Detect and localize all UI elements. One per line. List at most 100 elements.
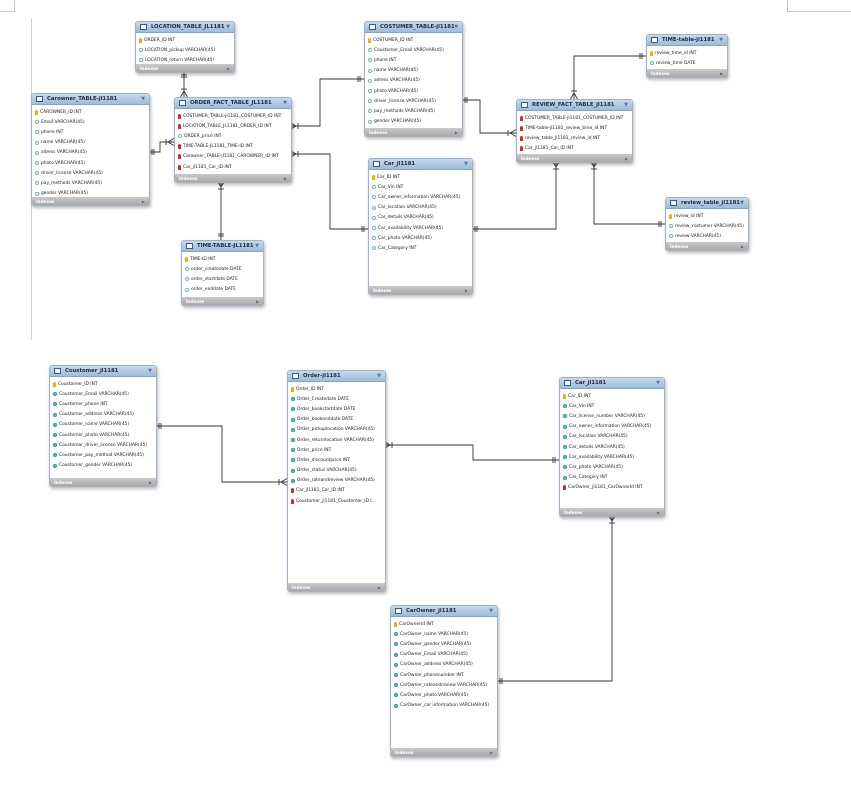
- chevron-down-icon[interactable]: ▼: [656, 380, 660, 386]
- column-row[interactable]: Order_rateandreview VARCHAR(45): [291, 476, 383, 486]
- indexes-footer[interactable]: Indexes▶: [175, 174, 291, 182]
- expand-arrow-icon[interactable]: ▶: [454, 129, 458, 135]
- column-row[interactable]: name VARCHAR(45): [35, 138, 147, 148]
- expand-arrow-icon[interactable]: ▶: [464, 287, 468, 293]
- column-row[interactable]: CarOwner_phonenumber INT: [394, 670, 495, 680]
- column-row[interactable]: review_time DATE: [650, 58, 725, 68]
- column-row[interactable]: Order_bookenddate DATE: [291, 415, 383, 425]
- column-row[interactable]: TIME-ID INT: [185, 254, 261, 264]
- column-row[interactable]: TIME-table-jl1181_review_time_id INT: [520, 123, 630, 133]
- expand-arrow-icon[interactable]: ▶: [740, 243, 744, 249]
- column-row[interactable]: Coustomer_gender VARCHAR(45): [53, 461, 154, 471]
- table-header[interactable]: Carowner_TABLE-jl1181▼: [32, 94, 149, 105]
- expand-arrow-icon[interactable]: ▶: [226, 65, 230, 71]
- chevron-down-icon[interactable]: ▼: [454, 24, 458, 30]
- indexes-footer[interactable]: Indexes▶: [136, 64, 234, 72]
- column-row[interactable]: Car_owner_information VARCHAR(45): [563, 422, 662, 432]
- column-row[interactable]: CarOwner_rateandreview VARCHAR(45): [394, 680, 495, 690]
- relationship-costumer-order[interactable]: [289, 76, 364, 130]
- relationship-coustomer-orderjl[interactable]: [155, 423, 288, 486]
- column-row[interactable]: review_table_jl1181_review_id INT: [520, 133, 630, 143]
- column-row[interactable]: CarOwner_jl1181_CarOwnerId INT: [563, 483, 662, 493]
- indexes-footer[interactable]: Indexes▶: [666, 242, 748, 250]
- indexes-footer[interactable]: Indexes▶: [288, 583, 385, 591]
- chevron-down-icon[interactable]: ▼: [624, 102, 628, 108]
- column-row[interactable]: Coustomer_jl1181_Coustomer_ID I...: [291, 496, 383, 506]
- column-row[interactable]: Order_status VARCHAR(45): [291, 466, 383, 476]
- chevron-down-icon[interactable]: ▼: [719, 37, 723, 43]
- column-row[interactable]: Car_owner_information VARCHAR(45): [372, 192, 470, 202]
- column-row[interactable]: LOCATION_return VARCHAR(45): [139, 55, 232, 65]
- indexes-footer[interactable]: Indexes▶: [391, 748, 497, 756]
- chevron-down-icon[interactable]: ▼: [464, 161, 468, 167]
- column-row[interactable]: ORDER_price INT: [178, 131, 289, 141]
- column-row[interactable]: driver_license VARCHAR(45): [35, 168, 147, 178]
- column-row[interactable]: ORDER_ID INT: [139, 35, 232, 45]
- chevron-down-icon[interactable]: ▼: [141, 96, 145, 102]
- column-row[interactable]: Coustomer_phone INT: [53, 399, 154, 409]
- column-row[interactable]: Car_availability VARCHAR(45): [372, 223, 470, 233]
- column-row[interactable]: CarOwner_photo VARCHAR(45): [394, 690, 495, 700]
- column-row[interactable]: Car_location VARCHAR(45): [372, 203, 470, 213]
- column-row[interactable]: Coustomer_driver_license VARCHAR(45): [53, 440, 154, 450]
- column-row[interactable]: CarOwner_name VARCHAR(45): [394, 629, 495, 639]
- indexes-footer[interactable]: Indexes▶: [560, 508, 664, 516]
- table-header[interactable]: ORDER_FACT_TABLE_JL1181▼: [175, 98, 291, 109]
- column-row[interactable]: CarOwner_gender VARCHAR(45): [394, 639, 495, 649]
- column-row[interactable]: CarOwner_car information VARCHAR(45): [394, 701, 495, 711]
- column-row[interactable]: Car_availability VARCHAR(45): [563, 452, 662, 462]
- indexes-footer[interactable]: Indexes▶: [365, 128, 462, 136]
- column-row[interactable]: Coustomer_pay_method VARCHAR(45): [53, 450, 154, 460]
- chevron-down-icon[interactable]: ▼: [283, 100, 287, 106]
- table-header[interactable]: LOCATION_TABLE_JL1181▼: [136, 22, 234, 33]
- expand-arrow-icon[interactable]: ▶: [148, 479, 152, 485]
- column-row[interactable]: order_enddate DATE: [185, 285, 261, 295]
- relationship-carowner-car[interactable]: [496, 514, 616, 684]
- column-row[interactable]: phone INT: [35, 127, 147, 137]
- column-row[interactable]: Car_jl1181_Car_ID INT: [178, 162, 289, 172]
- column-row[interactable]: photo VARCHAR(45): [368, 86, 460, 96]
- table-header[interactable]: Car_jl1181▼: [369, 159, 472, 170]
- column-row[interactable]: LOCATION_pickup VARCHAR(45): [139, 45, 232, 55]
- table-header[interactable]: Coustomer_jl1181▼: [50, 366, 156, 377]
- column-row[interactable]: order_startdate DATE: [185, 274, 261, 284]
- column-row[interactable]: review_costumer VARCHAR(45): [669, 221, 746, 231]
- column-row[interactable]: Car_location VARCHAR(45): [563, 432, 662, 442]
- column-row[interactable]: Coustomer_name VARCHAR(45): [53, 420, 154, 430]
- column-row[interactable]: Car_Category INT: [372, 243, 470, 253]
- column-row[interactable]: Car_Vin INT: [372, 182, 470, 192]
- column-row[interactable]: order_createdate DATE: [185, 264, 261, 274]
- expand-arrow-icon[interactable]: ▶: [377, 584, 381, 590]
- column-row[interactable]: Car_jl1181_Car_ID INT: [520, 144, 630, 154]
- expand-arrow-icon[interactable]: ▶: [624, 155, 628, 161]
- column-row[interactable]: Car_license_number VARCHAR(45): [563, 411, 662, 421]
- table-review-fact-table[interactable]: REVIEW_FACT_TABLE_jl1181▼COSTUMER_TABLE-…: [516, 99, 633, 163]
- column-row[interactable]: Order_returnlocation VARCHAR(45): [291, 435, 383, 445]
- column-row[interactable]: Order_Createdate DATE: [291, 394, 383, 404]
- column-row[interactable]: CarOwner_Email VARCHAR(45): [394, 650, 495, 660]
- column-row[interactable]: Order_bookstartdate DATE: [291, 404, 383, 414]
- table-header[interactable]: COSTUMER_TABLE-jl1181▼: [365, 22, 462, 33]
- column-row[interactable]: adress VARCHAR(45): [368, 76, 460, 86]
- column-row[interactable]: Coustomer_Email VARCHAR(45): [368, 45, 460, 55]
- column-row[interactable]: Car_Vin INT: [563, 401, 662, 411]
- column-row[interactable]: Coustomer_Email VARCHAR(45): [53, 389, 154, 399]
- chevron-down-icon[interactable]: ▼: [489, 608, 493, 614]
- column-row[interactable]: Coustomer_address VARCHAR(45): [53, 410, 154, 420]
- column-row[interactable]: Car_details VARCHAR(45): [372, 213, 470, 223]
- relationship-time-review[interactable]: [570, 53, 647, 100]
- column-row[interactable]: Order_pickuplocation VARCHAR(45): [291, 425, 383, 435]
- column-row[interactable]: pay_methods VARCHAR(45): [368, 106, 460, 116]
- indexes-footer[interactable]: Indexes▶: [182, 297, 263, 305]
- column-row[interactable]: gender VARCHAR(45): [35, 189, 147, 199]
- table-header[interactable]: review_table_jl1181▼: [666, 198, 748, 209]
- expand-arrow-icon[interactable]: ▶: [255, 298, 259, 304]
- column-row[interactable]: Car_Category INT: [563, 473, 662, 483]
- table-header[interactable]: CarOwner_jl1181▼: [391, 606, 497, 617]
- chevron-down-icon[interactable]: ▼: [226, 24, 230, 30]
